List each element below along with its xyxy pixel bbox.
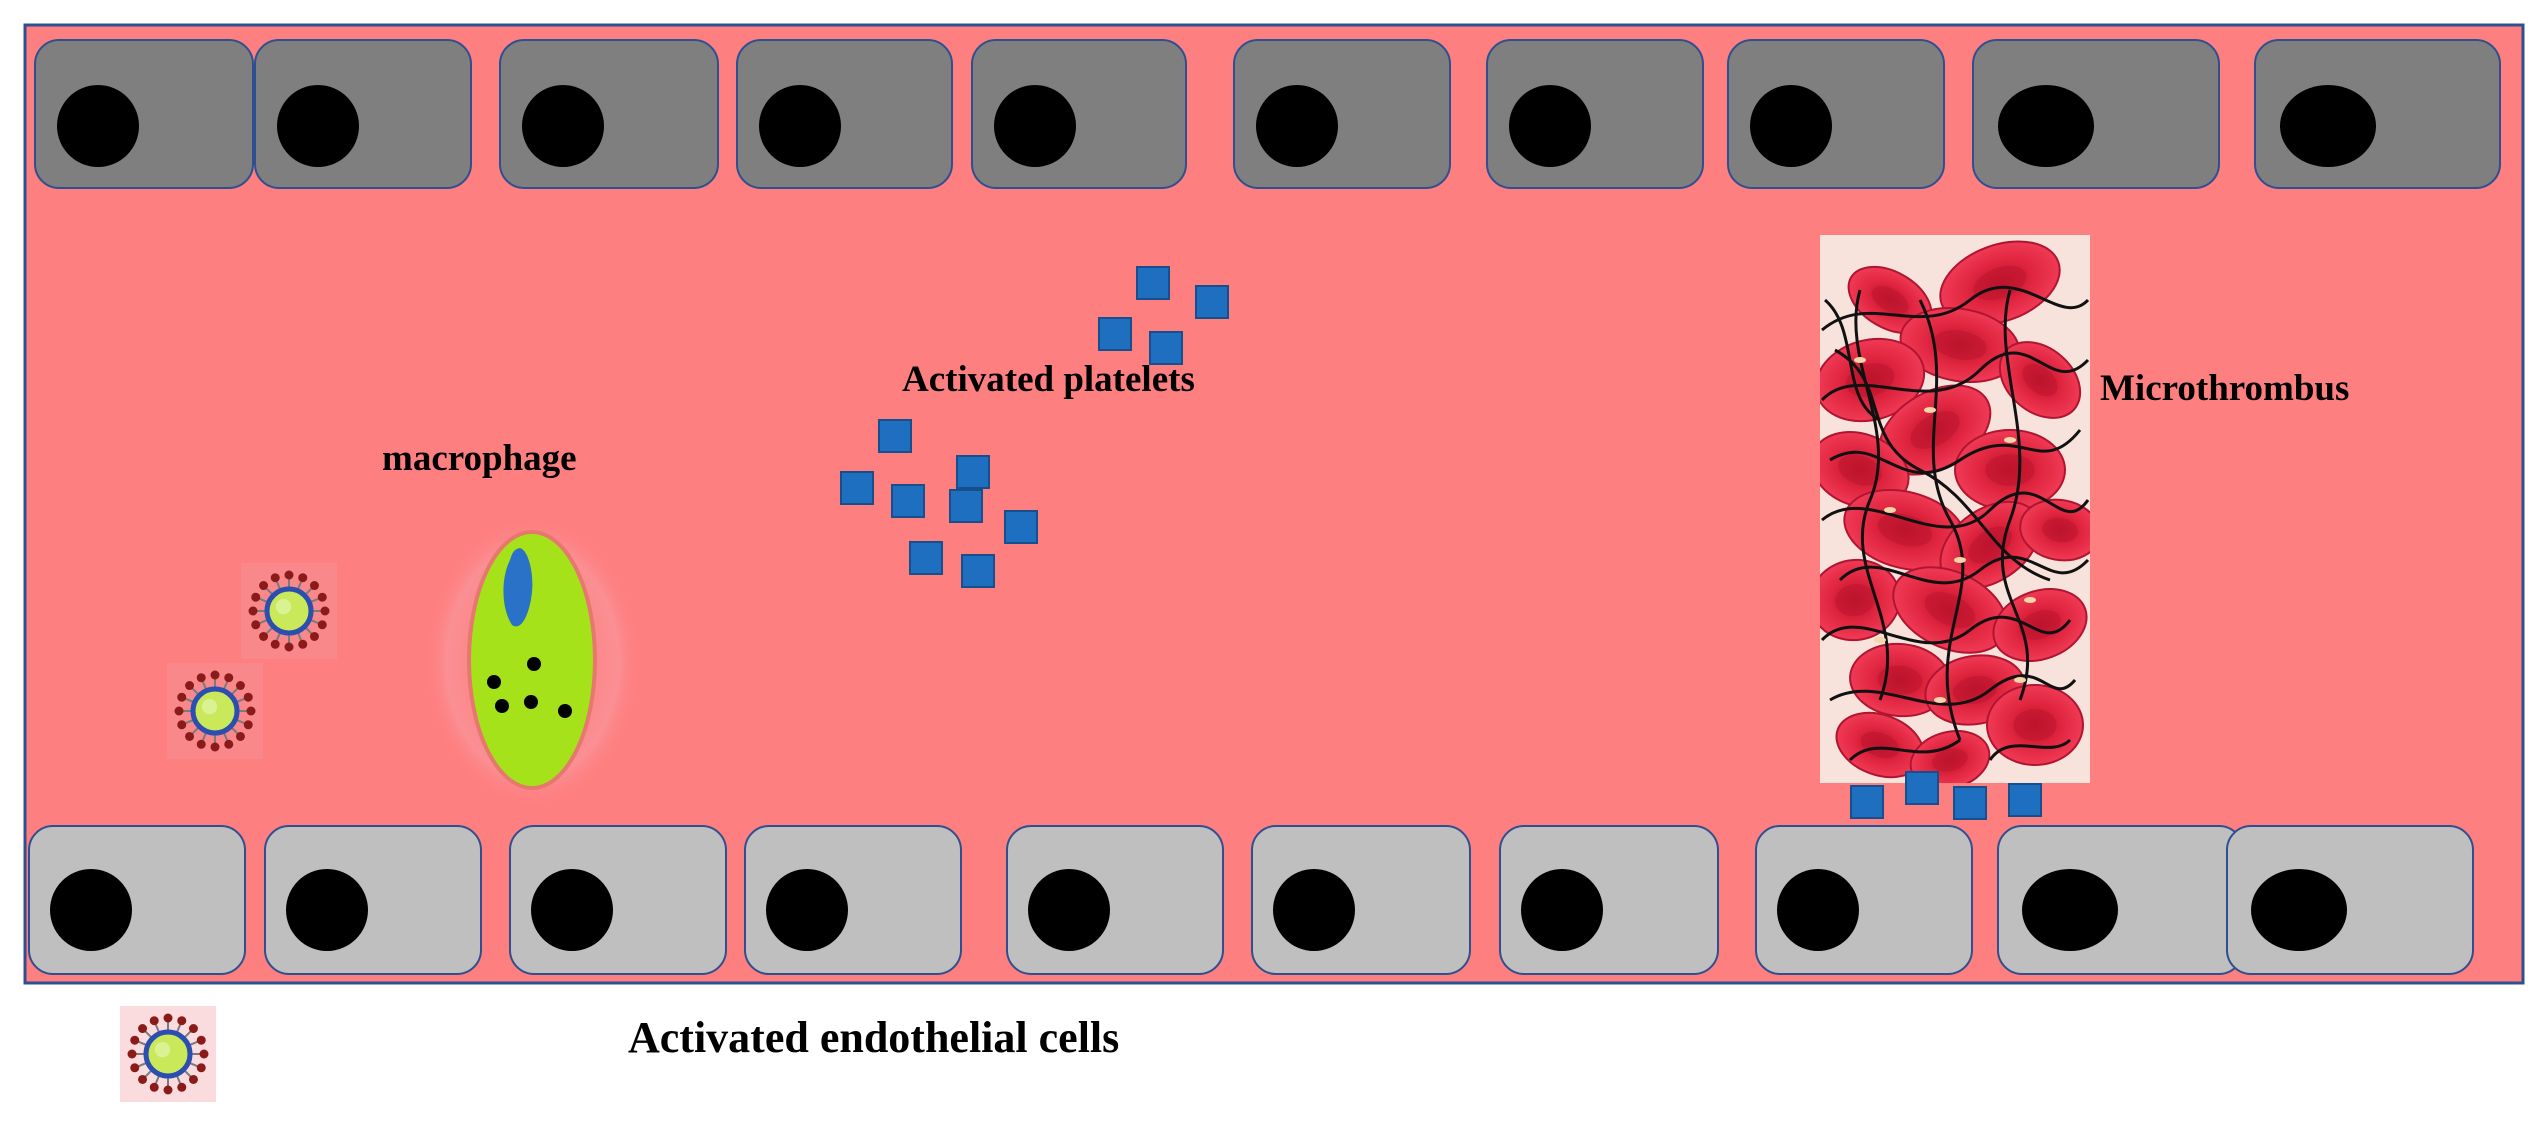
platelet-icon bbox=[2008, 783, 2042, 817]
bottom-endothelial-cell-row bbox=[28, 825, 2474, 975]
cell-nucleus bbox=[1273, 869, 1355, 951]
cell-nucleus bbox=[1509, 85, 1591, 167]
platelet-icon bbox=[1149, 331, 1183, 365]
microthrombus-label: Microthrombus bbox=[2100, 368, 2350, 409]
activated-endothelial-cells-label: Activated endothelial cells bbox=[628, 1013, 1120, 1062]
fibrin-strand bbox=[1838, 555, 2090, 585]
platelet-icon bbox=[961, 554, 995, 588]
platelet-icon bbox=[878, 419, 912, 453]
endothelial-cell-icon bbox=[1972, 39, 2220, 189]
endothelial-cell-icon bbox=[28, 825, 246, 975]
virus-particle-icon bbox=[120, 1006, 216, 1102]
cell-nucleus bbox=[1750, 85, 1832, 167]
fibrin-strand bbox=[1829, 429, 2082, 475]
top-endothelial-cell-row bbox=[34, 39, 2501, 189]
cell-nucleus bbox=[2280, 85, 2376, 167]
cell-nucleus bbox=[522, 85, 604, 167]
red-blood-cell bbox=[1986, 684, 2084, 766]
endothelial-cell-icon bbox=[264, 825, 482, 975]
endothelial-cell-icon bbox=[1006, 825, 1224, 975]
cell-nucleus bbox=[531, 869, 613, 951]
activated-platelets-label: Activated platelets bbox=[902, 359, 1195, 400]
red-blood-cell bbox=[1909, 730, 1991, 783]
endothelial-cell-icon bbox=[1727, 39, 1945, 189]
platelet-icon bbox=[891, 484, 925, 518]
endothelial-cell-icon bbox=[34, 39, 254, 189]
fibrin-strand bbox=[1820, 615, 2072, 645]
platelet-icon bbox=[1098, 317, 1132, 351]
fibrin-strand bbox=[1821, 285, 2090, 332]
platelet-icon bbox=[1850, 785, 1884, 819]
platelet-icon bbox=[1953, 786, 1987, 820]
virus-particle-icon bbox=[167, 663, 263, 759]
macrophage-icon bbox=[425, 517, 640, 807]
endothelial-cell-icon bbox=[2226, 825, 2474, 975]
endothelial-cell-icon bbox=[1499, 825, 1719, 975]
red-blood-cell bbox=[1820, 558, 1901, 642]
cell-nucleus bbox=[759, 85, 841, 167]
red-blood-cell bbox=[1835, 711, 1925, 779]
platelet-icon bbox=[840, 471, 874, 505]
fibrin-strand bbox=[1918, 299, 1965, 741]
cell-nucleus bbox=[766, 869, 848, 951]
macrophage-nucleus bbox=[503, 548, 533, 627]
cell-nucleus bbox=[1998, 85, 2094, 167]
cell-nucleus bbox=[286, 869, 368, 951]
fibrin-strand bbox=[1834, 348, 2051, 582]
endothelial-cell-icon bbox=[499, 39, 719, 189]
cell-nucleus bbox=[1521, 869, 1603, 951]
red-blood-cell bbox=[2019, 498, 2090, 562]
endothelial-cell-icon bbox=[509, 825, 727, 975]
microthrombus-icon bbox=[1820, 235, 2090, 783]
fibrin-strand bbox=[1829, 674, 2077, 706]
endothelial-cell-icon bbox=[1997, 825, 2244, 975]
fibrin-strand bbox=[1848, 738, 1961, 762]
endothelial-cell-icon bbox=[971, 39, 1187, 189]
cell-nucleus bbox=[57, 85, 139, 167]
cell-nucleus bbox=[1777, 869, 1859, 951]
endothelial-cell-icon bbox=[736, 39, 953, 189]
cell-nucleus bbox=[2251, 869, 2347, 951]
fibrin-strand bbox=[1824, 298, 1881, 422]
cell-nucleus bbox=[2022, 869, 2118, 951]
red-blood-cell bbox=[1998, 341, 2082, 419]
platelet-icon bbox=[956, 455, 990, 489]
platelet-icon bbox=[1905, 771, 1939, 805]
virus-particle-icon bbox=[241, 563, 337, 659]
platelet-icon bbox=[909, 541, 943, 575]
platelet-icon bbox=[1136, 266, 1170, 300]
cell-nucleus bbox=[277, 85, 359, 167]
fibrin-strand bbox=[1988, 738, 2072, 761]
endothelial-cell-icon bbox=[1486, 39, 1704, 189]
endothelial-cell-icon bbox=[2254, 39, 2501, 189]
platelet-icon bbox=[1004, 510, 1038, 544]
endothelial-cell-icon bbox=[744, 825, 962, 975]
platelet-icon bbox=[1195, 285, 1229, 319]
fibrin-strand bbox=[2000, 289, 2030, 701]
cell-nucleus bbox=[994, 85, 1076, 167]
red-blood-cell bbox=[1820, 431, 1910, 509]
endothelial-cell-icon bbox=[1233, 39, 1451, 189]
fibrin-strand bbox=[1821, 491, 2090, 529]
cell-nucleus bbox=[50, 869, 132, 951]
virus-group bbox=[120, 563, 337, 1102]
fibrin-strand bbox=[1854, 289, 1890, 701]
cell-nucleus bbox=[1028, 869, 1110, 951]
endothelial-cell-icon bbox=[1755, 825, 1973, 975]
macrophage-label: macrophage bbox=[382, 438, 577, 479]
cell-nucleus bbox=[1256, 85, 1338, 167]
endothelial-cell-icon bbox=[254, 39, 472, 189]
platelet-icon bbox=[949, 489, 983, 523]
platelet-group bbox=[840, 266, 2042, 820]
endothelial-cell-icon bbox=[1251, 825, 1471, 975]
